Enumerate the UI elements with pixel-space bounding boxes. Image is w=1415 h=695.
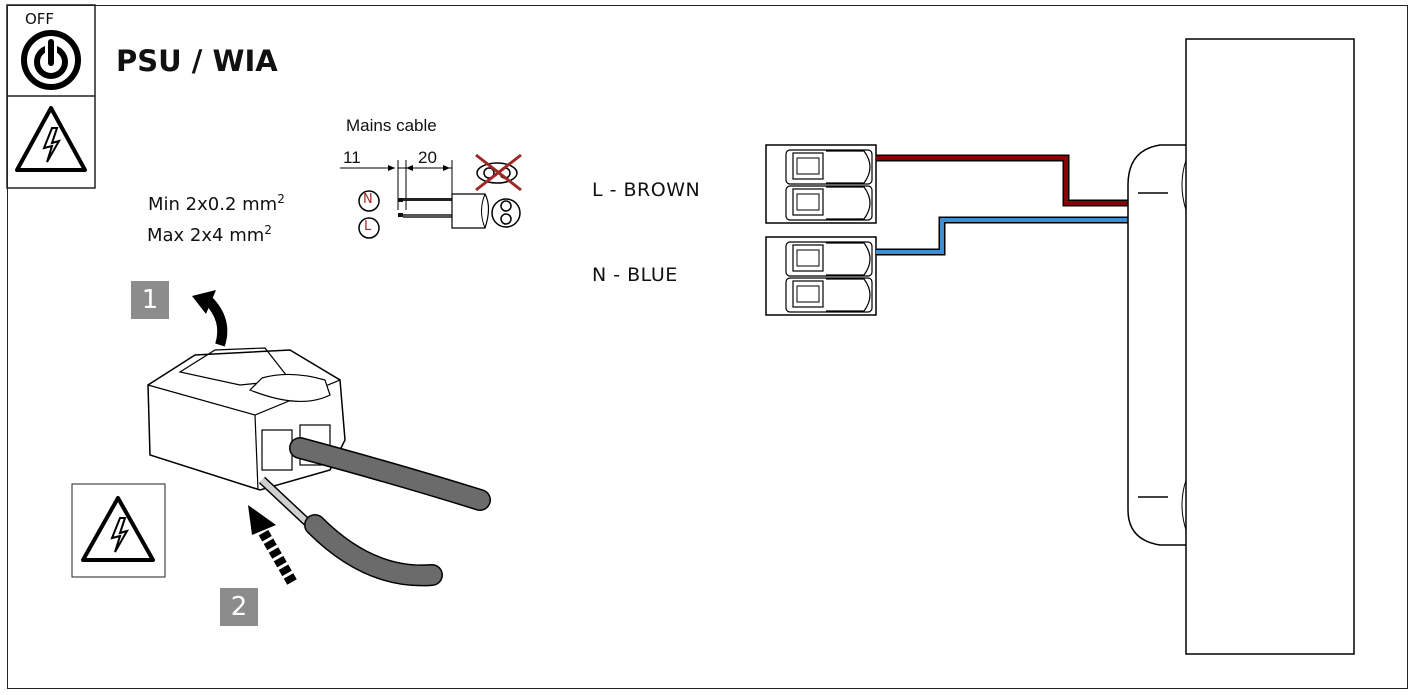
terminal-block-n	[765, 236, 877, 316]
terminal-block-l	[765, 144, 877, 224]
connector-illustration	[147, 347, 491, 587]
psu-housing	[1127, 38, 1355, 655]
diagram-frame	[7, 5, 1408, 689]
terminal-l-label: L	[364, 219, 372, 234]
strip-length-inner: 20	[418, 148, 437, 167]
step-1-badge: 1	[131, 281, 169, 319]
step-2-badge: 2	[220, 588, 258, 626]
blue-wire	[876, 216, 1128, 256]
lift-lever-arrow	[192, 290, 228, 347]
high-voltage-warning-icon	[15, 106, 87, 172]
warning-box	[71, 483, 166, 578]
power-icon	[21, 30, 81, 90]
max-section-label: Max 2x4 mm2	[147, 223, 272, 246]
l-brown-label: L - BROWN	[592, 179, 701, 201]
strip-length-outer: 11	[343, 148, 361, 167]
min-section-label: Min 2x0.2 mm2	[148, 192, 285, 215]
insert-cable-arrow	[248, 505, 297, 585]
page-title: PSU / WIA	[116, 44, 278, 78]
off-label: OFF	[25, 10, 55, 28]
icon-panel	[6, 4, 96, 189]
cable-strip-detail	[340, 153, 522, 239]
terminal-n-label: N	[363, 192, 373, 207]
n-blue-label: N - BLUE	[592, 264, 678, 286]
cable-title: Mains cable	[346, 116, 437, 135]
brown-wire	[876, 154, 1128, 207]
